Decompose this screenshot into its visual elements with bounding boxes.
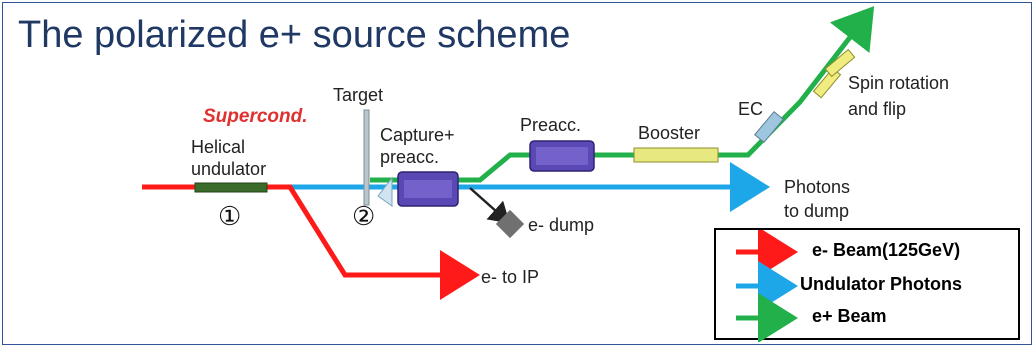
marker-2: ② — [352, 201, 376, 231]
target-plate — [363, 109, 370, 206]
legend-box: e- Beam(125GeV) Undulator Photons e+ Bea… — [714, 228, 1020, 342]
helical-label: Helical — [191, 137, 246, 157]
spin-label-line1: Spin rotation — [848, 73, 950, 93]
photons-label-line2: to dump — [784, 201, 850, 221]
edump-arrow — [469, 187, 510, 224]
supercond-label: Supercond. — [203, 106, 308, 127]
ec-element — [754, 110, 784, 144]
marker-1: ① — [218, 201, 242, 231]
capture-wedge — [377, 176, 393, 207]
legend-photon-text: Undulator Photons — [800, 274, 962, 294]
target-label: Target — [333, 85, 384, 105]
booster-module — [633, 147, 719, 163]
spin-solenoid-3 — [824, 48, 856, 78]
preacc-sub-label: preacc. — [380, 147, 440, 167]
undulator-label: undulator — [191, 159, 267, 179]
slide-title: The polarized e+ source scheme — [18, 14, 571, 56]
booster-label: Booster — [638, 123, 701, 143]
etoip-label: e- to IP — [481, 267, 540, 287]
helical-undulator — [194, 182, 268, 193]
spin-label-line2: and flip — [848, 99, 907, 119]
capture-label: Capture+ — [380, 125, 455, 145]
legend-positron-text: e+ Beam — [812, 306, 887, 326]
ec-label: EC — [738, 99, 764, 119]
edump-label: e- dump — [528, 215, 595, 235]
positron-beam-line — [370, 6, 875, 183]
legend-electron-text: e- Beam(125GeV) — [812, 240, 961, 260]
photons-label-line1: Photons — [784, 177, 851, 197]
preacc-label: Preacc. — [520, 115, 582, 135]
slide-frame — [2, 2, 1032, 345]
